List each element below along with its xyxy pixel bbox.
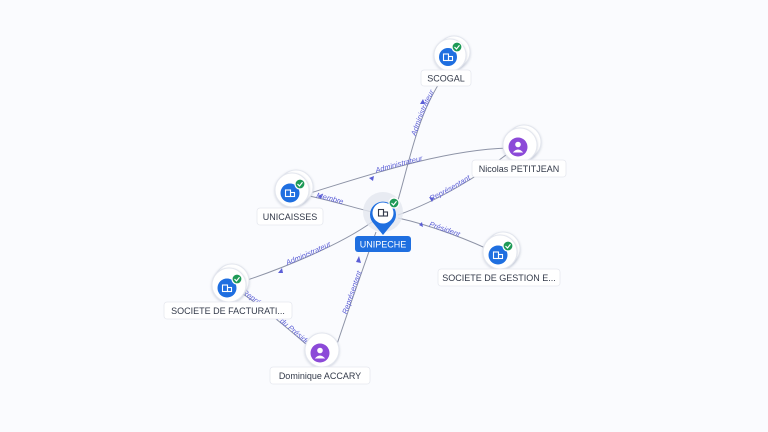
- node-scogal[interactable]: SCOGAL: [420, 35, 472, 87]
- node-societe-de-facturation[interactable]: SOCIETE DE FACTURATI...: [163, 263, 293, 320]
- verified-check-icon: [388, 197, 400, 209]
- verified-check-icon: [502, 240, 514, 252]
- building-icon: [284, 189, 296, 198]
- arrow-icon: [420, 99, 425, 104]
- edge-label-administrateur-scogal: Administrateur: [409, 88, 436, 138]
- edge-petitjean-unicaisses[interactable]: [309, 147, 509, 194]
- verified-check-icon: [294, 178, 306, 190]
- node-societe-de-gestion[interactable]: SOCIETE DE GESTION E...: [437, 231, 561, 287]
- arrow-icon: [429, 197, 434, 202]
- node-label-unicaisses: UNICAISSES: [263, 212, 318, 222]
- node-center-unipeche[interactable]: UNIPECHE: [355, 192, 411, 252]
- edge-label-representant-accary: Représentant: [340, 269, 364, 315]
- building-icon: [377, 208, 389, 217]
- arrow-icon: [356, 256, 361, 263]
- edge-label-president: Président: [428, 220, 462, 239]
- edge-center-scogal[interactable]: [397, 71, 448, 201]
- verified-check-icon: [231, 273, 243, 285]
- arrow-icon: [318, 194, 322, 199]
- arrow-icon: [419, 222, 423, 227]
- node-label-accary: Dominique ACCARY: [279, 371, 361, 381]
- edge-label-representant-center: Représentant: [428, 173, 472, 203]
- node-unicaisses[interactable]: UNICAISSES: [256, 169, 324, 226]
- arrow-icon: [278, 268, 283, 273]
- verified-check-icon: [451, 41, 463, 53]
- edge-label-administrateur-facturation: Administrateur: [284, 239, 333, 267]
- node-nicolas-petitjean[interactable]: Nicolas PETITJEAN: [471, 124, 567, 178]
- building-icon: [442, 53, 454, 62]
- node-label-facturation: SOCIETE DE FACTURATI...: [171, 306, 285, 316]
- building-icon: [221, 284, 233, 293]
- node-dominique-accary[interactable]: Dominique ACCARY: [269, 332, 371, 385]
- node-label-gestion: SOCIETE DE GESTION E...: [442, 273, 556, 283]
- node-label-petitjean: Nicolas PETITJEAN: [479, 164, 560, 174]
- edge-label-administrateur-unicaisses: Administrateur: [373, 154, 424, 176]
- building-icon: [492, 251, 504, 260]
- arrow-icon: [369, 176, 374, 181]
- node-label-scogal: SCOGAL: [427, 74, 465, 84]
- edge-label-membre: Membre: [316, 191, 345, 206]
- node-label-unipeche: UNIPECHE: [360, 240, 407, 250]
